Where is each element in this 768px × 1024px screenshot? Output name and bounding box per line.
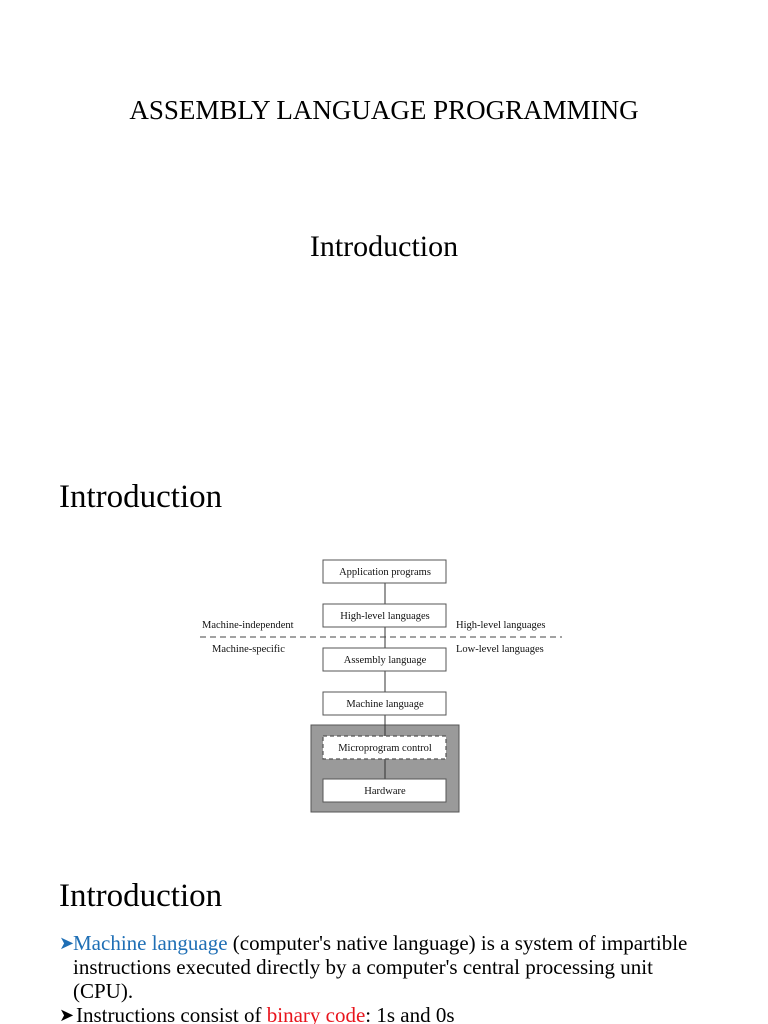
box-machine-language-label: Machine language [346, 699, 424, 710]
box-hardware-label: Hardware [364, 786, 406, 797]
bullet-instructions: ➤ Instructions consist of binary code: 1… [59, 1003, 699, 1024]
box-microprogram-control-label: Microprogram control [338, 743, 432, 754]
box-hardware [322, 778, 447, 803]
bullet-list: ➤ Machine language (computer's native la… [59, 931, 699, 1024]
label-machine-independent: Machine-independent [202, 620, 294, 631]
box-machine-language [322, 691, 447, 716]
bullet-text: Machine language (computer's native lang… [73, 931, 687, 1003]
label-high-level-languages: High-level languages [456, 620, 546, 631]
label-low-level-languages: Low-level languages [456, 644, 544, 655]
slide2-heading: Introduction [59, 479, 223, 515]
bullet-rest-text: (computer's native language) is a system… [73, 931, 688, 1003]
box-application-programs [322, 559, 447, 584]
arrowhead-bullet-icon: ➤ [59, 933, 75, 953]
slide3-heading: Introduction [59, 878, 223, 914]
box-high-level-languages-label: High-level languages [340, 611, 430, 622]
box-assembly-language-label: Assembly language [344, 655, 427, 666]
box-high-level-languages [322, 603, 447, 628]
bullet-text: Instructions consist of binary code: 1s … [76, 1003, 455, 1024]
box-assembly-language [322, 647, 447, 672]
slide1-title: Introduction [309, 230, 459, 263]
document-title: ASSEMBLY LANGUAGE PROGRAMMING [129, 95, 639, 125]
binary-code-link[interactable]: binary code [266, 1003, 366, 1024]
box-microprogram-control [322, 735, 447, 760]
label-machine-specific: Machine-specific [212, 644, 285, 655]
bullet-machine-language: ➤ Machine language (computer's native la… [59, 931, 699, 1003]
bullet-rest-text: : 1s and 0s [365, 1003, 455, 1024]
arrowhead-bullet-icon: ➤ [59, 1005, 75, 1024]
bullet-lead-text: Instructions consist of [76, 1003, 267, 1024]
machine-language-link[interactable]: Machine language [73, 931, 228, 955]
box-application-programs-label: Application programs [339, 567, 431, 578]
language-hierarchy-diagram: Application programs High-level language… [186, 549, 584, 817]
